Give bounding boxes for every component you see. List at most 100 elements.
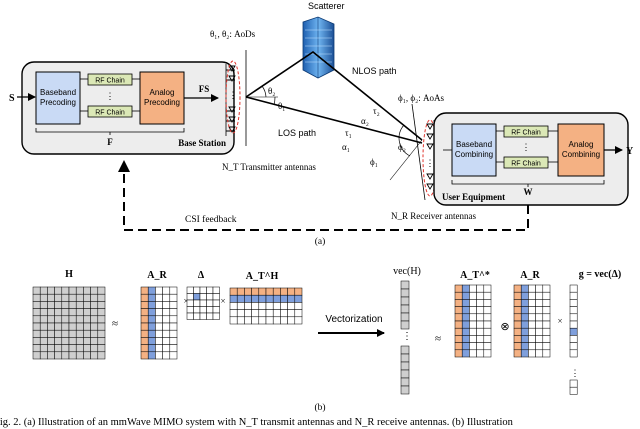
aoas-label: ϕ₁, ϕ₂: AoAs bbox=[398, 93, 444, 103]
rf-chain-rx-2 bbox=[503, 156, 549, 169]
matrix-cell bbox=[39, 308, 48, 317]
matrix-cell bbox=[520, 306, 529, 315]
matrix-cell bbox=[83, 322, 91, 331]
matrix-cell bbox=[272, 294, 281, 303]
theta2-label: θ₂ bbox=[268, 86, 275, 96]
matrix-cell bbox=[542, 320, 551, 329]
matrix-cell bbox=[162, 344, 171, 353]
tx-antenna-icon bbox=[226, 75, 236, 82]
matrix-cell bbox=[75, 329, 84, 338]
matrix-cell bbox=[39, 351, 48, 360]
matrix-cell bbox=[483, 284, 492, 293]
matrix-cell bbox=[140, 308, 149, 317]
matrix-cell bbox=[400, 345, 410, 355]
matrix-cell bbox=[483, 327, 492, 336]
matrix-cell bbox=[469, 320, 477, 329]
matrix-cell bbox=[212, 293, 220, 301]
matrix-cell bbox=[476, 299, 485, 307]
matrix-cell bbox=[140, 315, 149, 324]
matrix-cell bbox=[483, 306, 492, 315]
matrix-cell bbox=[236, 294, 245, 303]
rx-array-axis bbox=[411, 103, 426, 201]
matrix-cell bbox=[251, 302, 260, 310]
matrix-cell bbox=[155, 344, 163, 353]
matrix-cell bbox=[155, 293, 163, 302]
matrix-cell bbox=[68, 337, 77, 345]
matrix-at-hermitian bbox=[229, 287, 303, 325]
matrix-cell bbox=[528, 320, 536, 329]
matrix-cell bbox=[461, 320, 470, 329]
matrix-cell bbox=[454, 291, 463, 300]
matrix-cell bbox=[68, 351, 77, 360]
matrix-cell bbox=[212, 286, 220, 294]
matrix-cell bbox=[47, 329, 55, 338]
matrix-cell bbox=[39, 293, 48, 302]
matrix-cell bbox=[47, 301, 55, 309]
matrix-cell bbox=[97, 286, 106, 295]
matrix-cell bbox=[162, 315, 171, 324]
tx-antenna-icon bbox=[226, 106, 236, 113]
matrix-cell bbox=[83, 329, 91, 338]
matrix-cell bbox=[155, 329, 163, 338]
csi-feedback-label: CSI feedback bbox=[185, 214, 237, 225]
theta2-arc bbox=[261, 85, 267, 98]
matrix-cell bbox=[528, 306, 536, 315]
matrix-cell bbox=[461, 342, 470, 351]
matrix-cell bbox=[400, 361, 410, 371]
tau1-label: τ₁ bbox=[345, 128, 352, 138]
user-equipment-label: User Equipment bbox=[442, 192, 505, 202]
matrix-cell bbox=[513, 342, 522, 351]
matrix-cell bbox=[97, 351, 106, 360]
matrix-cell bbox=[32, 315, 41, 324]
matrix-cell bbox=[97, 293, 106, 302]
matrix-cell bbox=[476, 335, 485, 343]
matrix-cell bbox=[147, 315, 156, 324]
analog-combining-block bbox=[557, 123, 605, 177]
matrix-cell bbox=[193, 286, 201, 294]
tx-antenna-array: ⋮ bbox=[225, 50, 247, 146]
matrix-cell bbox=[542, 335, 551, 343]
matrix-cell bbox=[476, 291, 485, 300]
matrix-cell bbox=[199, 299, 207, 307]
matrix-cell bbox=[569, 320, 578, 329]
input-s: S bbox=[9, 93, 15, 104]
matrix-cell bbox=[32, 301, 41, 309]
matrix-cell bbox=[169, 337, 178, 345]
matrix-cell bbox=[569, 299, 578, 307]
los-path-line bbox=[245, 96, 423, 144]
fs-label: FS bbox=[199, 84, 210, 94]
theta1-label: θ₁ bbox=[278, 101, 285, 111]
matrix-cell bbox=[454, 299, 463, 307]
theta1-arc bbox=[273, 96, 276, 106]
matrix-cell bbox=[47, 315, 55, 324]
matrix-cell bbox=[97, 301, 106, 309]
tx-array-highlight bbox=[225, 60, 241, 134]
nlos-path-label: NLOS path bbox=[352, 66, 397, 76]
matrix-cell bbox=[542, 327, 551, 336]
matrix-cell bbox=[280, 316, 288, 325]
matrix-cell bbox=[47, 351, 55, 360]
matrix-cell bbox=[513, 335, 522, 343]
matrix-cell bbox=[75, 286, 84, 295]
matrix-cell bbox=[97, 329, 106, 338]
matrix-cell bbox=[476, 320, 485, 329]
matrix-cell bbox=[400, 288, 410, 298]
tx-antenna-vdots: ⋮ bbox=[229, 90, 238, 100]
matrix-cell bbox=[90, 315, 99, 324]
matrix-cell bbox=[97, 315, 106, 324]
times-3: × bbox=[557, 316, 562, 326]
nlos-path-line bbox=[245, 51, 423, 141]
tx-antenna-icon bbox=[226, 65, 236, 72]
matrix-cell bbox=[140, 301, 149, 309]
matrix-cell bbox=[513, 284, 522, 293]
base-station-label: Base Station bbox=[178, 138, 226, 148]
matrix-cell bbox=[39, 329, 48, 338]
matrix-cell bbox=[258, 294, 267, 303]
vec-h-vdots: ⋮ bbox=[402, 331, 412, 342]
matrix-cell bbox=[212, 306, 220, 314]
matrix-cell bbox=[476, 306, 485, 315]
matrix-cell bbox=[68, 315, 77, 324]
analog-precoding-line1: Analog bbox=[150, 88, 175, 97]
matrix-cell bbox=[236, 287, 245, 296]
matrix-cell bbox=[535, 306, 544, 315]
